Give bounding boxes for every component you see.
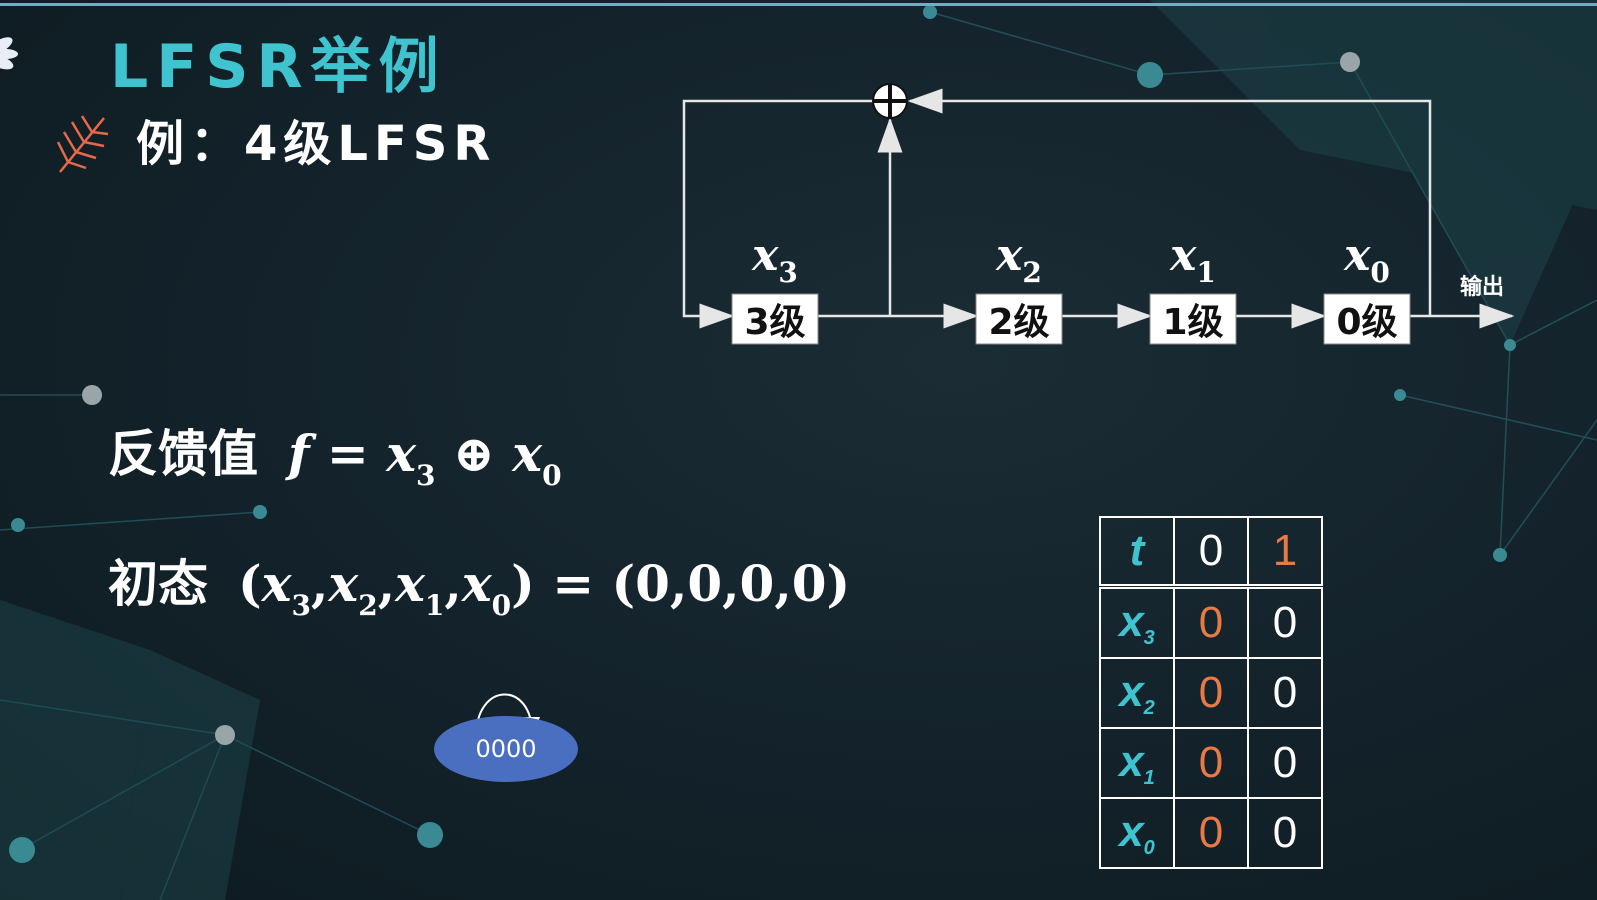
svg-text:x3: x3 — [751, 230, 798, 289]
stage-box-0: 0级 x0 — [1323, 230, 1411, 345]
svg-text:x2: x2 — [995, 230, 1042, 289]
table-row: x1 0 0 — [1099, 727, 1323, 799]
stage-label-1: 1级 — [1162, 302, 1223, 343]
stage-box-3: 3级 x3 — [731, 230, 819, 345]
row-label: x3 — [1099, 585, 1175, 659]
svg-text:x1: x1 — [1169, 230, 1216, 289]
slide-title: LFSR举例 — [110, 32, 447, 102]
xor-icon — [872, 83, 908, 119]
state-table: t 0 1 x3 0 0 x2 0 0 x1 0 0 x0 0 0 — [1099, 516, 1323, 869]
header-t-cell: t — [1099, 516, 1175, 589]
feedback-label: 反馈值 — [108, 425, 258, 483]
table-row: x3 0 0 — [1099, 585, 1323, 659]
header-cell: 0 — [1173, 516, 1249, 589]
initial-state-label: 初态 — [108, 555, 208, 613]
row-label: x2 — [1099, 657, 1175, 729]
svg-text:x0: x0 — [1343, 230, 1390, 289]
header-cell: 1 — [1247, 516, 1323, 589]
output-label: 输出 — [1460, 274, 1504, 300]
table-cell: 0 — [1173, 657, 1249, 729]
feedback-line — [682, 99, 874, 329]
table-row: x0 0 0 — [1099, 797, 1323, 869]
lfsr-diagram: 3级 x3 2级 x2 1级 x1 0级 x0 输出 — [682, 83, 1515, 345]
stage-label-2: 2级 — [988, 302, 1049, 343]
stage-box-1: 1级 x1 — [1149, 230, 1237, 345]
stage-label-3: 3级 — [744, 302, 805, 343]
table-cell: 0 — [1247, 797, 1323, 869]
table-cell: 0 — [1173, 585, 1249, 659]
table-cell: 0 — [1173, 797, 1249, 869]
initial-state-equation: 初态(x3,x2,x1,x0) = (0,0,0,0) — [108, 554, 851, 622]
slide-subtitle: 例：4级LFSR — [136, 116, 497, 172]
stage-box-2: 2级 x2 — [975, 230, 1063, 345]
state-node-0000: 0000 — [434, 716, 578, 782]
table-cell: 0 — [1247, 657, 1323, 729]
stage-label-0: 0级 — [1336, 302, 1397, 343]
table-header-row: t 0 1 — [1099, 516, 1323, 589]
table-cell: 0 — [1173, 727, 1249, 799]
tap-x0-line — [907, 88, 1432, 316]
table-cell: 0 — [1247, 585, 1323, 659]
table-row: x2 0 0 — [1099, 657, 1323, 729]
table-cell: 0 — [1247, 727, 1323, 799]
top-accent-line — [0, 3, 1597, 6]
flower-icon — [0, 37, 18, 70]
row-label: x1 — [1099, 727, 1175, 799]
row-label: x0 — [1099, 797, 1175, 869]
leaf-bullet-icon — [56, 115, 109, 173]
